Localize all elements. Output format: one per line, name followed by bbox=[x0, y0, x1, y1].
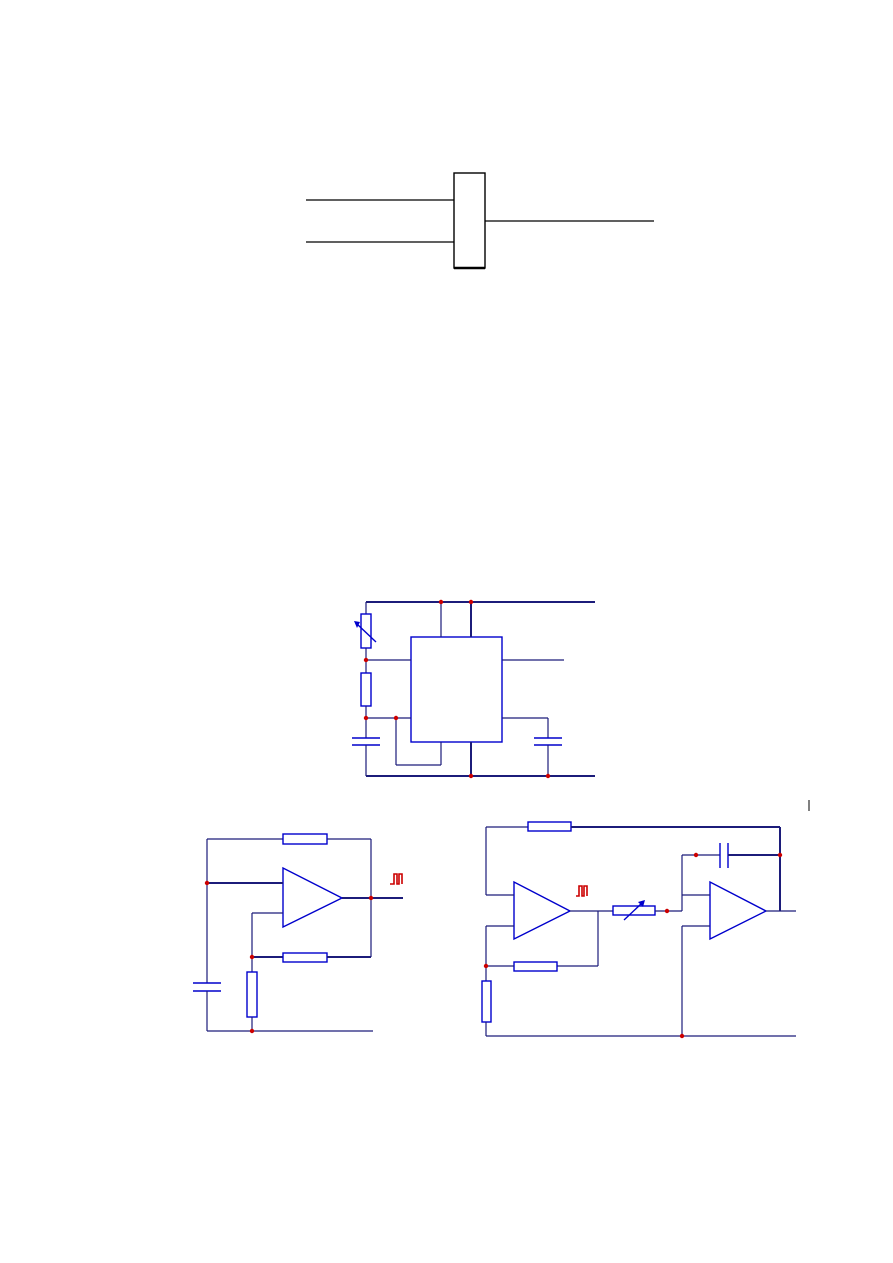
ground-resistor bbox=[246, 971, 258, 1018]
op-amp bbox=[282, 866, 344, 929]
junction-node bbox=[545, 773, 551, 779]
integrator-capacitor bbox=[719, 843, 729, 868]
junction-node bbox=[363, 715, 369, 721]
junction-node bbox=[679, 1033, 685, 1039]
junction-node bbox=[249, 954, 255, 960]
junction-node bbox=[483, 963, 489, 969]
comparator-op-amp bbox=[513, 880, 572, 941]
variable-resistor-arrow-icon bbox=[354, 621, 377, 643]
timing-resistor bbox=[360, 672, 372, 707]
integrator-op-amp bbox=[709, 880, 768, 941]
junction-node bbox=[777, 852, 783, 858]
junction-node bbox=[468, 599, 474, 605]
triangle-wave-generator-figure bbox=[481, 821, 796, 1039]
positive-feedback-resistor bbox=[527, 821, 572, 832]
square-wave-generator-figure bbox=[193, 833, 403, 1034]
timer-oscillator-figure bbox=[352, 599, 595, 779]
logic-block bbox=[453, 172, 486, 269]
timing-capacitor bbox=[352, 737, 380, 746]
junction-node bbox=[249, 1028, 255, 1034]
feedback-resistor-top bbox=[282, 833, 328, 845]
junction-node bbox=[363, 657, 369, 663]
junction-node bbox=[393, 715, 399, 721]
block-diagram-figure bbox=[306, 172, 654, 270]
junction-node bbox=[664, 908, 670, 914]
comparator-feedback-resistor bbox=[513, 961, 558, 972]
feedback-resistor-bottom bbox=[282, 952, 328, 963]
junction-node bbox=[468, 773, 474, 779]
junction-node bbox=[368, 895, 374, 901]
timer-ic bbox=[410, 636, 503, 743]
junction-node bbox=[693, 852, 699, 858]
junction-node bbox=[204, 880, 210, 886]
comparator-ground-resistor bbox=[481, 980, 492, 1023]
variable-resistor bbox=[360, 613, 372, 649]
timing-capacitor bbox=[193, 982, 221, 992]
pulse-icon bbox=[576, 885, 588, 897]
pulse-icon bbox=[390, 873, 403, 885]
control-capacitor bbox=[534, 737, 562, 746]
junction-node bbox=[438, 599, 444, 605]
variable-resistor-arrow-icon bbox=[623, 900, 645, 921]
